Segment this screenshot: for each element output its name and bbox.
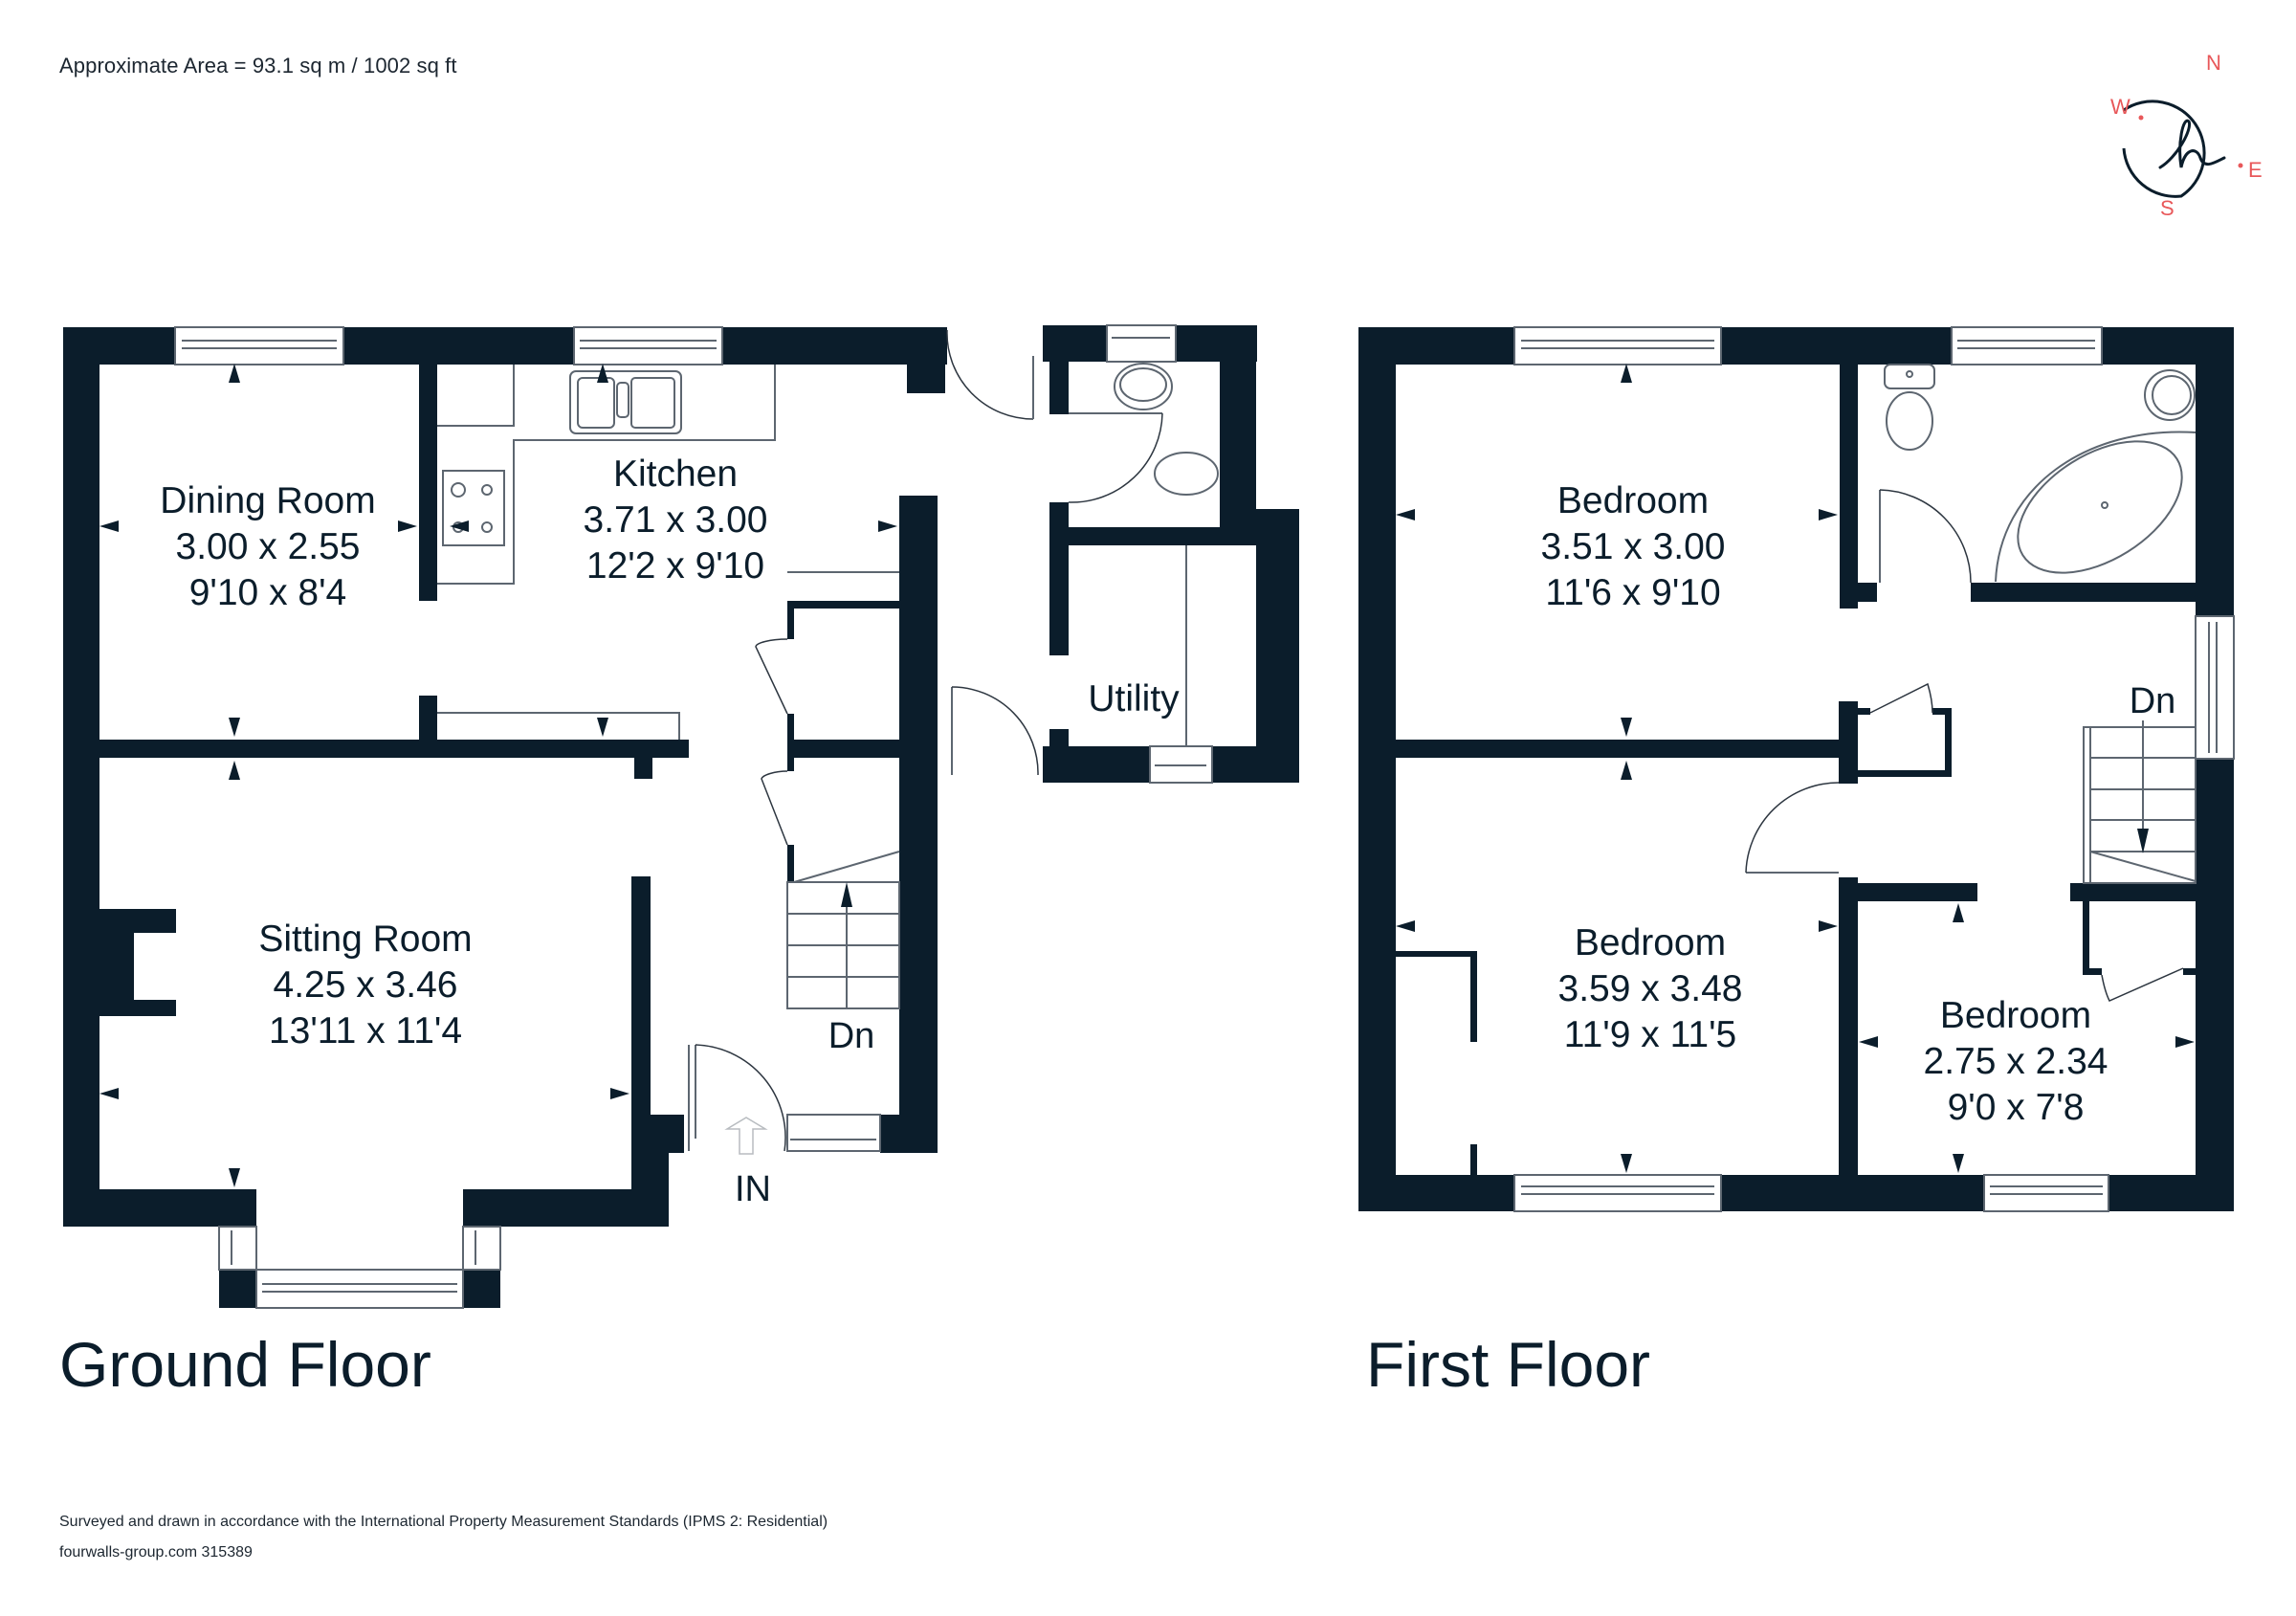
room-imperial-size: 11'6 x 9'10 bbox=[1545, 572, 1721, 613]
room-name: Sitting Room bbox=[258, 919, 473, 960]
room-metric-size: 3.59 x 3.48 bbox=[1557, 968, 1743, 1009]
room-metric-size: 2.75 x 2.34 bbox=[1923, 1041, 2108, 1082]
room-imperial-size: 13'11 x 11'4 bbox=[268, 1010, 463, 1052]
first-floor-walls bbox=[1358, 327, 2234, 1211]
room-metric-size: 3.51 x 3.00 bbox=[1540, 526, 1726, 567]
first-floor-fixtures bbox=[1396, 364, 2197, 1173]
ground-floor-fixtures bbox=[99, 329, 1219, 1187]
room-name: Kitchen bbox=[612, 454, 739, 495]
room-name: Bedroom bbox=[1574, 922, 1727, 963]
stairs-down-label-first: Dn bbox=[2129, 681, 2176, 721]
compass-logo: N W E S bbox=[2086, 51, 2277, 225]
stairs-down-label-ground: Dn bbox=[828, 1016, 875, 1056]
reference-text: fourwalls-group.com 315389 bbox=[59, 1544, 253, 1561]
room-name: Dining Room bbox=[160, 480, 376, 521]
compass-west: W bbox=[2110, 95, 2130, 119]
room-name: Utility bbox=[1088, 678, 1180, 719]
room-imperial-size: 9'10 x 8'4 bbox=[188, 572, 347, 613]
room-imperial-size: 11'9 x 11'5 bbox=[1563, 1014, 1737, 1055]
compass-north: N bbox=[2206, 51, 2221, 75]
room-imperial-size: 9'0 x 7'8 bbox=[1947, 1087, 2085, 1128]
room-imperial-size: 12'2 x 9'10 bbox=[585, 545, 765, 587]
ground-floor-windows bbox=[174, 324, 1213, 1309]
ground-floor-walls bbox=[63, 325, 1299, 1308]
room-label-bedroom-2: Bedroom 3.59 x 3.48 11'9 x 11'5 bbox=[1558, 920, 1743, 1058]
room-name: Bedroom bbox=[1939, 995, 2092, 1036]
first-floor-windows bbox=[1513, 326, 2235, 1212]
room-label-bedroom-3: Bedroom 2.75 x 2.34 9'0 x 7'8 bbox=[1924, 993, 2108, 1131]
room-label-bedroom-1: Bedroom 3.51 x 3.00 11'6 x 9'10 bbox=[1541, 478, 1726, 616]
room-label-kitchen: Kitchen 3.71 x 3.00 12'2 x 9'10 bbox=[584, 452, 768, 589]
compass-icon bbox=[2122, 100, 2243, 198]
room-metric-size: 3.00 x 2.55 bbox=[175, 526, 361, 567]
compass-south: S bbox=[2160, 196, 2175, 220]
compass-east: E bbox=[2248, 158, 2263, 182]
room-metric-size: 4.25 x 3.46 bbox=[273, 964, 458, 1006]
ground-floor-title: Ground Floor bbox=[59, 1329, 431, 1400]
room-name: Bedroom bbox=[1556, 480, 1710, 521]
room-metric-size: 3.71 x 3.00 bbox=[583, 499, 768, 541]
room-label-dining-room: Dining Room 3.00 x 2.55 9'10 x 8'4 bbox=[160, 478, 375, 616]
entrance-label: IN bbox=[735, 1169, 771, 1209]
room-label-utility: Utility bbox=[1088, 676, 1179, 722]
standards-note: Surveyed and drawn in accordance with th… bbox=[59, 1514, 828, 1530]
room-label-sitting-room: Sitting Room 4.25 x 3.46 13'11 x 11'4 bbox=[258, 917, 472, 1054]
first-floor-title: First Floor bbox=[1366, 1329, 1650, 1400]
approximate-area-text: Approximate Area = 93.1 sq m / 1002 sq f… bbox=[59, 54, 457, 77]
